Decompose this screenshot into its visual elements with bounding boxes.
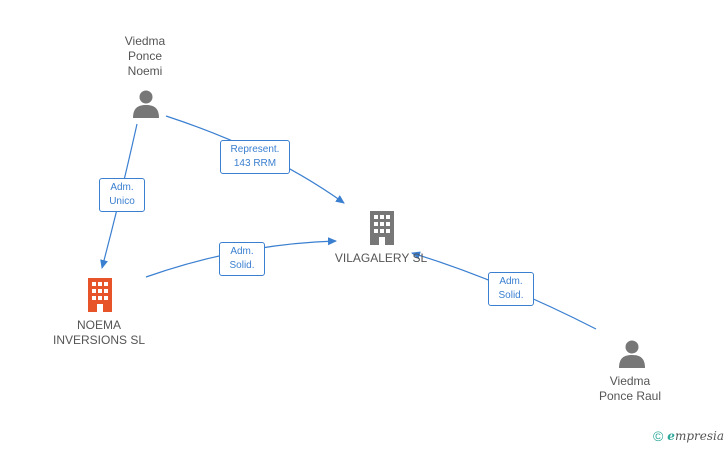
edge-label-adm-solid[interactable]: Adm. Solid. (488, 272, 534, 306)
edge-label-adm-solid[interactable]: Adm. Solid. (219, 242, 265, 276)
company-noema-label: NOEMA INVERSIONS SL (52, 318, 146, 347)
building-icon[interactable] (367, 211, 397, 245)
person-noemi-label: Viedma Ponce Noemi (124, 34, 166, 78)
building-icon[interactable] (85, 278, 115, 312)
company-vilagalery-label: VILAGALERY SL (334, 251, 428, 265)
person-raul-label: Viedma Ponce Raul (598, 374, 662, 403)
brand-logo: empresia (667, 429, 724, 443)
footer-brand: © empresia (653, 428, 724, 444)
brand-initial: e (667, 429, 675, 443)
edge-label-adm-unico[interactable]: Adm. Unico (99, 178, 145, 212)
copyright-symbol: © (652, 428, 664, 444)
person-icon[interactable] (617, 339, 647, 369)
brand-rest: mpresia (674, 429, 724, 443)
edge-label-represent[interactable]: Represent. 143 RRM (220, 140, 290, 174)
person-icon[interactable] (131, 89, 161, 119)
